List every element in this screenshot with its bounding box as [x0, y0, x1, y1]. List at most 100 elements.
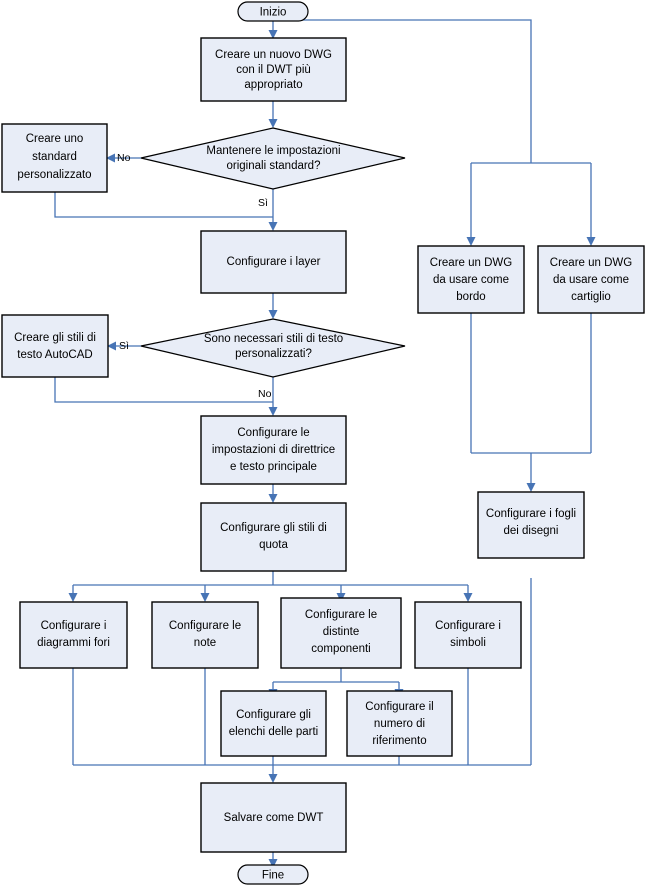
- arrowhead-autocad-textstyles: [107, 341, 116, 351]
- configure-leader-line-1: Configurare le: [237, 427, 309, 439]
- create-title-dwg-line-3: cartiglio: [571, 291, 611, 303]
- configure-leader-line-2: impostazioni di direttrice: [212, 444, 335, 456]
- configure-holecharts-shape: [19, 601, 128, 669]
- edge-custom-standard-to-layers: [54, 192, 273, 218]
- create-dwg-line-2: con il DWT più: [236, 64, 311, 76]
- configure-partslists-line-1: Configurare gli: [236, 709, 311, 721]
- configure-balloon-line-2: numero di: [374, 718, 425, 730]
- configure-holecharts-line-1: Configurare i: [41, 620, 107, 632]
- create-custom-standard-line-2: standard: [32, 151, 77, 163]
- node-end[interactable]: Fine: [237, 864, 309, 885]
- connectors: [54, 19, 596, 868]
- save-dwt-shape: [200, 782, 347, 853]
- arrowhead-decision-standard: [268, 119, 278, 128]
- end-label: Fine: [262, 870, 284, 882]
- arrowhead-custom-standard: [106, 153, 115, 163]
- edge-bom-fan: [272, 668, 400, 691]
- save-dwt-label: Salvare come DWT: [224, 812, 324, 824]
- configure-balloon-shape: [346, 690, 453, 757]
- node-start[interactable]: Inizio: [237, 1, 309, 22]
- edge-bottom-merge: [72, 578, 532, 776]
- node-create-dwg[interactable]: Creare un nuovo DWG con il DWT più appro…: [200, 37, 347, 102]
- arrowhead-dimstyles: [268, 494, 278, 503]
- arrowhead-holecharts: [68, 593, 78, 602]
- configure-symbols-shape: [414, 601, 522, 669]
- node-configure-leader[interactable]: Configurare le impostazioni di direttric…: [200, 415, 347, 485]
- configure-layers-shape: [200, 230, 347, 294]
- node-configure-notes[interactable]: Configurare le note: [151, 601, 259, 669]
- create-border-dwg-shape: [417, 245, 525, 314]
- edge-start-to-right-branch: [273, 19, 592, 239]
- arrowhead-symbols: [463, 593, 473, 602]
- node-save-dwt[interactable]: Salvare come DWT: [200, 782, 347, 853]
- create-dwg-shape: [200, 37, 347, 102]
- arrowhead-sheets: [526, 483, 536, 492]
- create-title-dwg-shape: [537, 245, 645, 314]
- node-configure-dimstyles[interactable]: Configurare gli stili di quota: [200, 502, 347, 572]
- create-title-dwg-line-2: da usare come: [553, 274, 629, 286]
- node-create-title-dwg[interactable]: Creare un DWG da usare come cartiglio: [537, 245, 645, 314]
- node-configure-balloon[interactable]: Configurare il numero di riferimento: [346, 690, 453, 757]
- configure-sheets-shape: [477, 491, 585, 559]
- arrowhead-title-dwg: [586, 237, 596, 246]
- configure-dimstyles-line-2: quota: [259, 539, 288, 551]
- edge-label-standard-no: No: [117, 152, 131, 164]
- edge-label-standard-yes: Sì: [258, 197, 268, 209]
- end-shape: [237, 864, 309, 885]
- configure-notes-shape: [151, 601, 259, 669]
- node-configure-bom[interactable]: Configurare le distinte componenti: [280, 597, 402, 669]
- create-border-dwg-line-1: Creare un DWG: [430, 257, 512, 269]
- create-border-dwg-line-2: da usare come: [433, 274, 509, 286]
- node-configure-symbols[interactable]: Configurare i simboli: [414, 601, 522, 669]
- node-create-autocad-textstyles[interactable]: Creare gli stili di testo AutoCAD: [1, 314, 109, 378]
- configure-bom-line-2: distinte: [323, 626, 359, 638]
- decision-standard-shape: [140, 127, 406, 190]
- configure-partslists-shape: [220, 690, 327, 757]
- arrowhead-layers: [268, 222, 278, 231]
- create-dwg-line-1: Creare un nuovo DWG: [215, 49, 332, 61]
- configure-holecharts-line-2: diagrammi fori: [37, 637, 110, 649]
- node-decision-textstyles[interactable]: Sono necessari stili di testo personaliz…: [140, 318, 406, 378]
- node-configure-partslists[interactable]: Configurare gli elenchi delle parti: [220, 690, 327, 757]
- create-custom-standard-shape: [1, 123, 108, 193]
- arrowhead-border-dwg: [466, 237, 476, 246]
- node-configure-holecharts[interactable]: Configurare i diagrammi fori: [19, 601, 128, 669]
- create-title-dwg-line-1: Creare un DWG: [550, 257, 632, 269]
- configure-symbols-line-1: Configurare i: [435, 620, 501, 632]
- start-label: Inizio: [260, 7, 287, 19]
- configure-bom-line-3: componenti: [311, 643, 370, 655]
- create-autocad-textstyles-line-1: Creare gli stili di: [14, 332, 96, 344]
- edge-label-textstyles-yes: Sì: [119, 340, 129, 352]
- arrowhead-decision-textstyles: [268, 310, 278, 319]
- decision-standard-line-2: originali standard?: [227, 160, 321, 172]
- node-decision-standard[interactable]: Mantenere le impostazioni originali stan…: [140, 127, 406, 190]
- configure-layers-label: Configurare i layer: [227, 256, 321, 268]
- configure-bom-line-1: Configurare le: [305, 609, 377, 621]
- decision-textstyles-line-2: personalizzati?: [235, 348, 312, 360]
- node-create-border-dwg[interactable]: Creare un DWG da usare come bordo: [417, 245, 525, 314]
- configure-bom-shape: [280, 597, 402, 669]
- edge-label-textstyles-no: No: [258, 388, 272, 400]
- create-border-dwg-line-3: bordo: [456, 291, 485, 303]
- configure-leader-line-3: e testo principale: [230, 461, 317, 473]
- edge-right-boxes-to-sheets: [470, 313, 592, 485]
- decision-textstyles-shape: [140, 318, 406, 378]
- node-configure-layers[interactable]: Configurare i layer: [200, 230, 347, 294]
- configure-balloon-line-1: Configurare il: [365, 701, 433, 713]
- arrowhead-create-dwg: [268, 30, 278, 39]
- arrowhead-leader: [268, 407, 278, 416]
- configure-partslists-line-2: elenchi delle parti: [229, 726, 319, 738]
- configure-notes-line-2: note: [194, 637, 216, 649]
- configure-dimstyles-shape: [200, 502, 347, 572]
- decision-standard-line-1: Mantenere le impostazioni: [206, 145, 340, 157]
- start-shape: [237, 1, 309, 22]
- node-create-custom-standard[interactable]: Creare uno standard personalizzato: [1, 123, 108, 193]
- decision-textstyles-line-1: Sono necessari stili di testo: [204, 333, 343, 345]
- create-custom-standard-line-1: Creare uno: [26, 133, 84, 145]
- configure-balloon-line-3: riferimento: [372, 735, 426, 747]
- arrowhead-end: [268, 859, 278, 868]
- create-custom-standard-line-3: personalizzato: [17, 169, 91, 181]
- node-configure-sheets[interactable]: Configurare i fogli dei disegni: [477, 491, 585, 559]
- create-autocad-textstyles-shape: [1, 314, 109, 378]
